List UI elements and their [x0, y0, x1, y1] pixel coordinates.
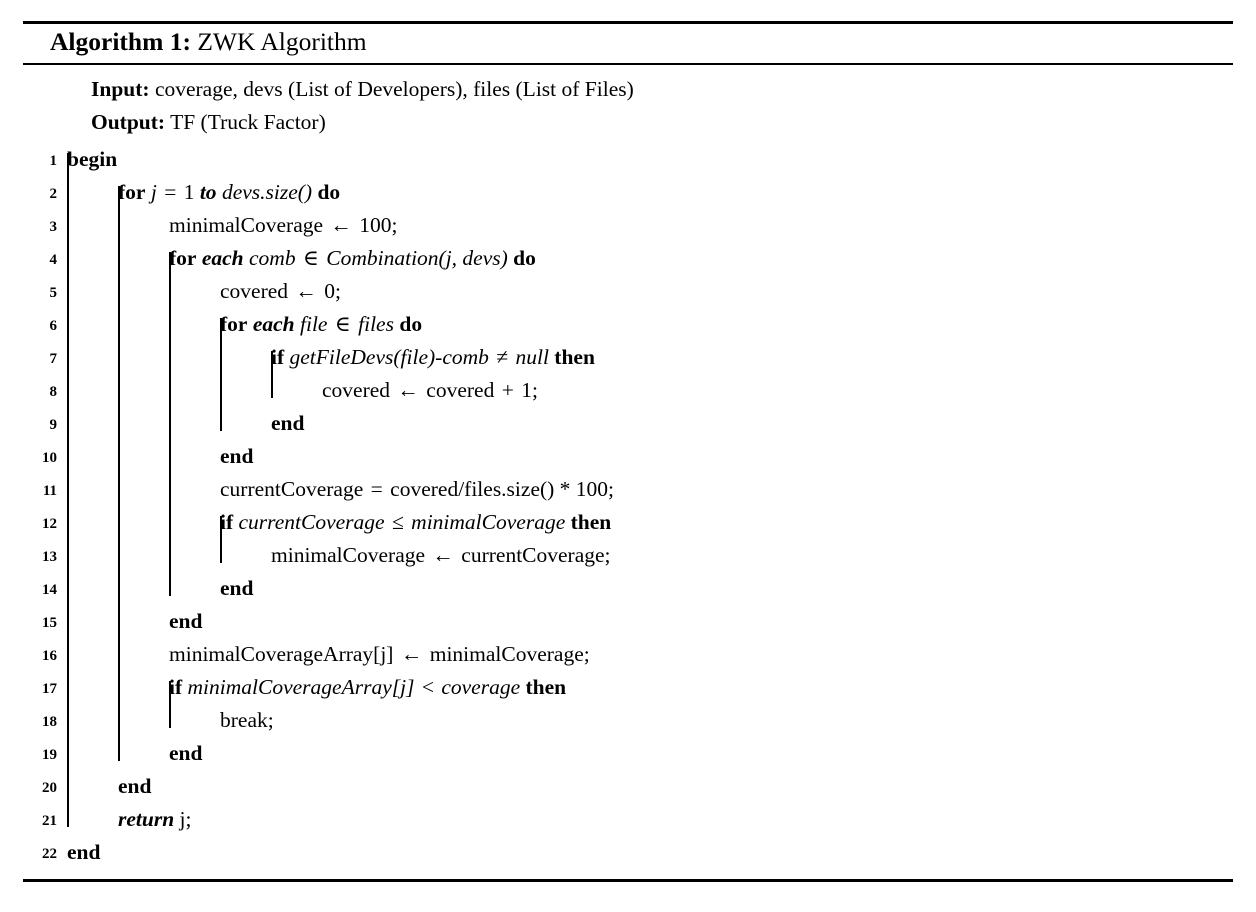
code-line: 15 end: [23, 605, 1233, 638]
line-number: 18: [42, 713, 57, 730]
output-line: Output: TF (Truck Factor): [23, 106, 1233, 139]
code-line: 13 minimalCoverage ← currentCoverage;: [23, 539, 1233, 572]
line-number: 17: [42, 680, 57, 697]
line-number: 15: [42, 614, 57, 631]
line-text: for each comb ∈ Combination(j, devs) do: [169, 245, 536, 270]
line-number: 12: [42, 515, 57, 532]
code-line: 17 if minimalCoverageArray[j] < coverage …: [23, 671, 1233, 704]
line-text: covered ← 0;: [220, 278, 342, 303]
code-line: 1 begin: [23, 143, 1233, 176]
code-line: 22 end: [23, 836, 1233, 869]
indent-guide: [67, 152, 69, 827]
line-number: 1: [49, 152, 58, 169]
line-text: break;: [220, 707, 274, 732]
code-line: 5 covered ← 0;: [23, 275, 1233, 308]
line-number: 14: [42, 581, 57, 598]
code-line: 19 end: [23, 737, 1233, 770]
output-value: TF (Truck Factor): [170, 109, 326, 134]
line-number: 3: [49, 218, 58, 235]
line-text: end: [118, 773, 152, 798]
code-line: 18 break;: [23, 704, 1233, 737]
line-number: 7: [49, 350, 58, 367]
line-number: 6: [49, 317, 58, 334]
line-number: 2: [49, 185, 58, 202]
line-text: end: [169, 608, 203, 633]
line-text: if minimalCoverageArray[j] < coverage th…: [169, 674, 567, 699]
code-line: 16 minimalCoverageArray[j] ← minimalCover…: [23, 638, 1233, 671]
code-line: 10 end: [23, 440, 1233, 473]
code-line: 4 for each comb ∈ Combination(j, devs) do: [23, 242, 1233, 275]
line-text: end: [169, 740, 203, 765]
code-line: 14 end: [23, 572, 1233, 605]
line-text: if getFileDevs(file)-comb ≠ null then: [271, 344, 595, 369]
algorithm-figure: Algorithm 1: ZWK Algorithm Input: covera…: [23, 0, 1233, 882]
indent-guide: [271, 350, 273, 398]
code-line: 9 end: [23, 407, 1233, 440]
line-text: minimalCoverage ← currentCoverage;: [271, 542, 611, 567]
line-text: end: [67, 839, 101, 864]
input-label: Input:: [91, 76, 150, 101]
algorithm-code-body: 1 begin 2 for j = 1 to devs.size() do 3 minim…: [23, 141, 1233, 879]
line-number: 13: [42, 548, 57, 565]
code-line: 3 minimalCoverage ← 100;: [23, 209, 1233, 242]
code-line: 7 if getFileDevs(file)-comb ≠ null then: [23, 341, 1233, 374]
line-number: 11: [42, 482, 57, 499]
code-line: 6 for each file ∈ files do: [23, 308, 1233, 341]
line-text: covered ← covered + 1;: [322, 377, 538, 402]
indent-guide: [169, 251, 171, 596]
input-line: Input: coverage, devs (List of Developer…: [23, 73, 1233, 106]
code-line: 12 if currentCoverage ≤ minimalCoverage t…: [23, 506, 1233, 539]
line-text: currentCoverage = covered/files.size() *…: [220, 476, 615, 501]
algorithm-caption: Algorithm 1: ZWK Algorithm: [23, 24, 1233, 63]
line-text: for j = 1 to devs.size() do: [118, 179, 341, 204]
algorithm-caption-head: Algorithm 1:: [50, 27, 191, 56]
line-number: 10: [42, 449, 57, 466]
indent-guide: [220, 515, 222, 563]
input-value: coverage, devs (List of Developers), fil…: [154, 76, 634, 101]
line-text: minimalCoverage ← 100;: [169, 212, 398, 237]
io-block: Input: coverage, devs (List of Developer…: [23, 65, 1233, 141]
rule-top: [23, 21, 1233, 24]
line-text: minimalCoverageArray[j] ← minimalCoverag…: [169, 641, 590, 666]
line-number: 5: [49, 284, 58, 301]
line-text: for each file ∈ files do: [220, 311, 423, 336]
algorithm-caption-name: ZWK Algorithm: [197, 27, 367, 56]
line-number: 8: [49, 383, 58, 400]
line-number: 19: [42, 746, 57, 763]
indent-guide: [169, 680, 171, 728]
line-number: 22: [42, 845, 57, 862]
line-number: 9: [49, 416, 58, 433]
output-label: Output:: [91, 109, 166, 134]
code-line: 20 end: [23, 770, 1233, 803]
line-number: 16: [42, 647, 57, 664]
rule-bottom: [23, 878, 1233, 882]
line-text: end: [220, 575, 254, 600]
line-number: 4: [49, 251, 58, 268]
rule-caption: [23, 62, 1233, 65]
line-text: end: [271, 410, 305, 435]
indent-guide: [118, 185, 120, 761]
line-text: end: [220, 443, 254, 468]
line-text: begin: [67, 146, 118, 171]
code-line: 2 for j = 1 to devs.size() do: [23, 176, 1233, 209]
indent-guide: [220, 317, 222, 431]
code-line: 11 currentCoverage = covered/files.size()…: [23, 473, 1233, 506]
line-number: 21: [42, 812, 57, 829]
code-line: 21 return j;: [23, 803, 1233, 836]
line-text: if currentCoverage ≤ minimalCoverage the…: [220, 509, 612, 534]
code-line: 8 covered ← covered + 1;: [23, 374, 1233, 407]
line-number: 20: [42, 779, 57, 796]
line-text: return j;: [118, 806, 192, 831]
